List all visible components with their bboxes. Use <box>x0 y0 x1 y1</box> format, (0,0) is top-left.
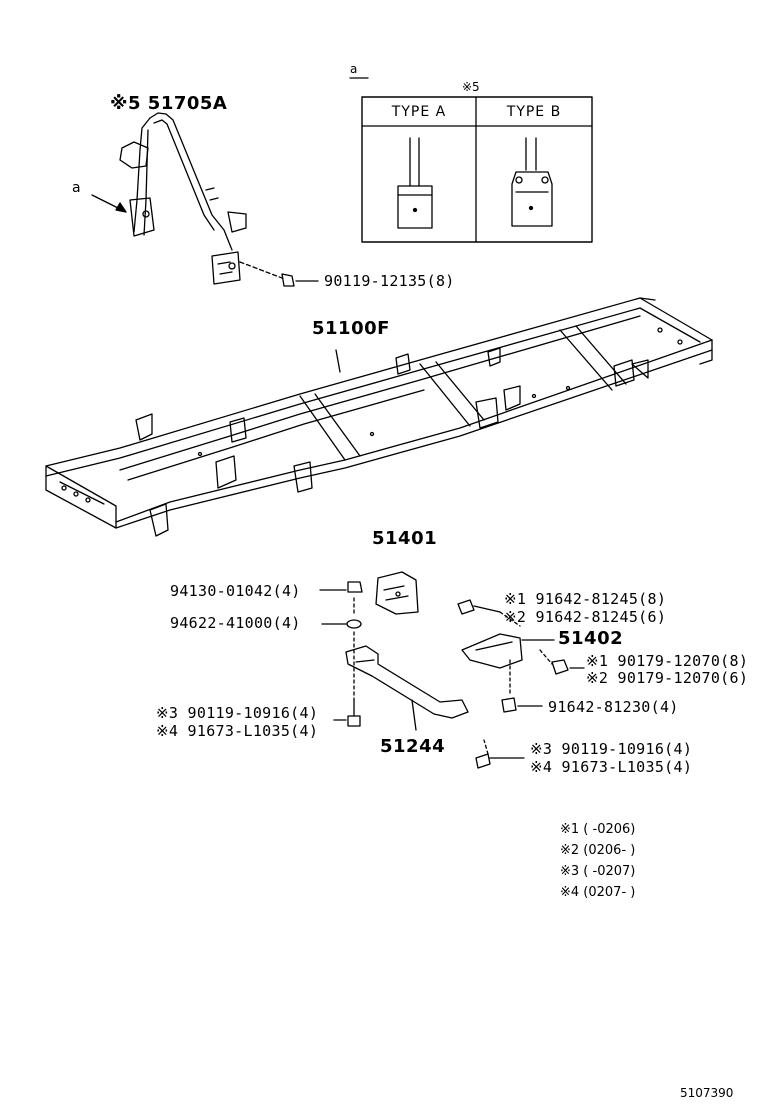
label-90119-12135: 90119-12135(8) <box>324 272 455 290</box>
inset-type-a-label: TYPE A <box>391 104 447 120</box>
label-51705a: ※5 51705A <box>110 93 228 114</box>
label-91673-l1035-left: ※4 91673-L1035(4) <box>156 722 319 740</box>
label-94130-01042: 94130-01042(4) <box>170 582 301 600</box>
note-2: ※2 (0206- ) <box>560 843 636 858</box>
inset-box <box>349 77 593 243</box>
label-91673-l1035-right: ※4 91673-L1035(4) <box>530 758 693 776</box>
diagram-id: 5107390 <box>680 1086 734 1100</box>
inset-note-mark: ※5 <box>462 80 480 94</box>
label-94622-41000: 94622-41000(4) <box>170 614 301 632</box>
label-51402: 51402 <box>558 628 624 649</box>
note-3: ※3 ( -0207) <box>560 864 636 879</box>
label-91642-81245-2: ※2 91642-81245(6) <box>504 608 667 626</box>
inset-type-b-label: TYPE B <box>506 104 562 120</box>
label-51100f: 51100F <box>312 318 390 339</box>
arrow-a <box>91 194 127 213</box>
inset-ref-letter: a <box>350 62 358 76</box>
lower-assembly-drawing <box>319 571 585 769</box>
type-a-bracket <box>397 137 433 229</box>
label-91642-81245-1: ※1 91642-81245(8) <box>504 590 667 608</box>
label-51401: 51401 <box>372 528 438 549</box>
label-51244: 51244 <box>380 736 446 757</box>
label-90179-12070-1: ※1 90179-12070(8) <box>586 652 749 670</box>
label-91642-81230: 91642-81230(4) <box>548 698 679 716</box>
type-b-bracket <box>511 137 553 227</box>
note-1: ※1 ( -0206) <box>560 822 636 837</box>
label-arrow-a: a <box>72 180 81 196</box>
bolt-90119-12135-drawing <box>239 261 319 287</box>
frame-51100f-drawing <box>45 297 713 537</box>
label-90179-12070-2: ※2 90179-12070(6) <box>586 669 749 687</box>
part-51705a-drawing <box>119 112 247 285</box>
label-90119-10916-left: ※3 90119-10916(4) <box>156 704 319 722</box>
label-90119-10916-right: ※3 90119-10916(4) <box>530 740 693 758</box>
note-4: ※4 (0207- ) <box>560 885 636 900</box>
